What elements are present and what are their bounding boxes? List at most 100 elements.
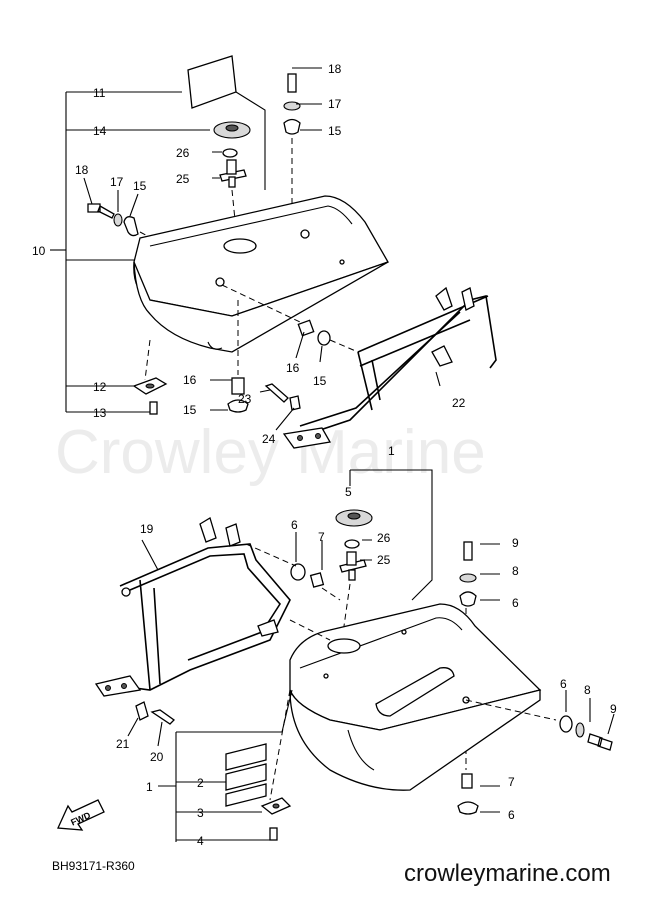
grommet-6-side: [559, 715, 573, 733]
bracket-19-mount-plate: [94, 675, 142, 697]
callout-2: 2: [197, 776, 204, 790]
lower-saddlebag-assembly: [94, 469, 613, 842]
grommet-15-left: [123, 216, 139, 237]
mount-hole-upper-1: [300, 229, 310, 239]
fitting-25-stem: [228, 176, 236, 188]
callout-17-right: 17: [328, 97, 342, 111]
dash-12-upper: [144, 339, 151, 381]
callout-18-right: 18: [328, 62, 342, 76]
bolt-23: [264, 383, 289, 403]
washer-17-left: [113, 213, 123, 227]
callout-17-left: 17: [110, 175, 124, 189]
callout-26-lower: 26: [377, 531, 391, 545]
bracket-19-upright: [139, 579, 161, 691]
website-text: crowleymarine.com: [404, 860, 611, 887]
dash-19: [289, 619, 331, 641]
cap-5-center: [347, 512, 361, 520]
callout-6-side: 6: [560, 677, 567, 691]
callout-1-top: 1: [388, 444, 395, 458]
fwd-arrow-icon: FWD: [57, 799, 105, 831]
callout-7-top: 7: [318, 530, 325, 544]
bracket-19-outer: [119, 543, 291, 691]
bracket-19-end: [121, 587, 131, 597]
bracket-22-outer: [289, 295, 497, 441]
callout-6-right: 6: [512, 596, 519, 610]
cap-14-center: [225, 124, 239, 132]
plate19-hole-2: [121, 683, 127, 689]
saddlebag-shell-upper: [133, 261, 389, 353]
spacer-16-low: [231, 377, 245, 395]
bracket-22-inner: [299, 311, 461, 427]
grommet-15-mid: [317, 330, 331, 346]
bolt-9-side: [587, 733, 613, 751]
bracket-19-tab-low: [257, 619, 279, 637]
bag-crease-lower: [347, 729, 375, 771]
dash-3-lower: [269, 689, 291, 801]
callout-1-low: 1: [146, 780, 153, 794]
dash-7-top: [321, 587, 341, 601]
washer-8-top: [459, 573, 477, 583]
plate-hole-1: [297, 435, 303, 441]
upper-leaders-a: [83, 67, 322, 217]
group-bracket-10: [65, 91, 210, 413]
watermark-text: Crowley Marine: [55, 418, 486, 487]
bracket-22-tab-low: [431, 345, 453, 367]
washer-21: [135, 701, 149, 721]
bracket-22-tabs: [435, 286, 475, 311]
saddlebag-shell-lower: [289, 689, 541, 791]
bracket-19-tabs: [199, 517, 241, 547]
callout-16-mid: 16: [286, 361, 300, 375]
callout-numbers: 11 14 10 12 13 18 17 15 26 25 18 17 15 1…: [32, 62, 617, 848]
callout-24: 24: [262, 432, 276, 446]
dash-mount-upper: [221, 284, 301, 323]
dash-6-top: [245, 543, 297, 567]
plate-hole-2: [315, 433, 321, 439]
label-2a: [225, 743, 267, 771]
label-2c: [225, 783, 267, 807]
fitting-25-lower-body: [346, 551, 357, 566]
grommet-6-right: [459, 591, 477, 607]
callout-25-lower: 25: [377, 553, 391, 567]
callout-11: 11: [93, 86, 106, 100]
callout-22: 22: [452, 396, 466, 410]
group-bracket-1-low: [158, 689, 293, 842]
callout-26-upper: 26: [176, 146, 190, 160]
callout-13: 13: [93, 406, 107, 420]
callout-15-left: 15: [133, 179, 147, 193]
plate-3-hole: [272, 803, 280, 809]
callout-15-low: 15: [183, 403, 197, 417]
screw-13: [149, 401, 158, 415]
screw-4: [269, 827, 278, 841]
bolt-20: [150, 709, 176, 725]
callout-8-side: 8: [584, 683, 591, 697]
group-bracket-1-top: [349, 469, 433, 601]
diagram-code: BH93171-R360: [52, 859, 135, 873]
leader-11-body: [235, 91, 266, 190]
grommet-15-low: [227, 399, 249, 413]
callout-25-upper: 25: [176, 172, 190, 186]
grommet-15-right: [283, 118, 301, 135]
spacer-7-low: [461, 773, 473, 789]
callout-12: 12: [93, 380, 107, 394]
fill-hole-upper: [223, 238, 257, 254]
callout-23: 23: [238, 392, 252, 406]
bag-foot-upper: [207, 341, 223, 350]
callout-6-top: 6: [291, 518, 298, 532]
lid-handle-lower: [375, 667, 455, 717]
mount-hole-upper-2: [215, 277, 225, 287]
grommet-6-top: [290, 563, 306, 581]
grommet-6-low: [457, 801, 479, 815]
washer-8-side: [575, 722, 585, 738]
callout-10: 10: [32, 244, 46, 258]
mount-hole-lower-1: [401, 629, 407, 635]
washer-17-right: [283, 101, 301, 111]
dash-15-mid: [329, 339, 359, 353]
upper-saddlebag-assembly: [50, 55, 497, 449]
fitting-25-lower-stem: [348, 569, 356, 581]
callout-8-top: 8: [512, 564, 519, 578]
washer-26: [222, 148, 238, 158]
callout-9-side: 9: [610, 702, 617, 716]
bracket-22-upright: [357, 351, 381, 411]
callout-5: 5: [345, 485, 352, 499]
